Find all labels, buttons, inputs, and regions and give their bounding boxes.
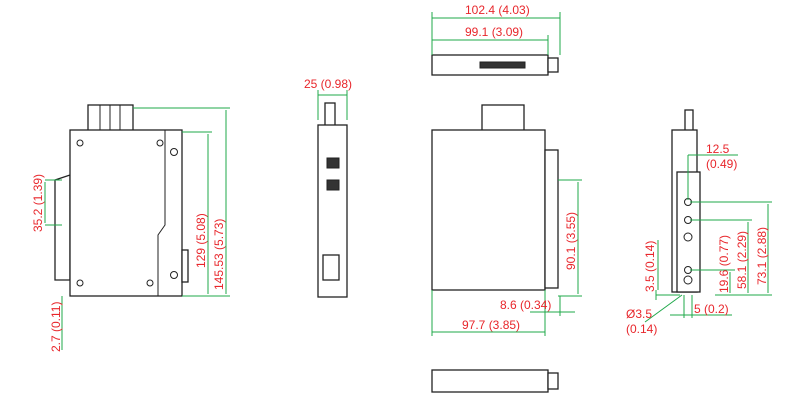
hole-offset-in: (0.49): [706, 157, 737, 171]
hole-diameter-mm: Ø3.5: [626, 307, 652, 321]
slot-width-dim: 5 (0.2): [694, 302, 729, 316]
body-height-dim: 129 (5.08): [194, 213, 208, 268]
bottom-view: [431, 369, 559, 393]
top-view: 102.4 (4.03) 99.1 (3.09): [431, 3, 561, 76]
side-view: 25 (0.98): [304, 77, 352, 298]
total-height-dim: 145.53 (5.73): [212, 219, 226, 290]
ethernet-port-2: [326, 179, 340, 191]
din-clip: [54, 174, 71, 281]
bottom-body: [431, 369, 549, 393]
front-body-width-dim: 97.7 (3.85): [462, 318, 520, 332]
mount-view: 12.5 (0.49) 3.5 (0.14) 19.6 (0.77) 58.1 …: [626, 109, 772, 336]
hole-offset-mm: 12.5: [706, 142, 730, 156]
overall-width-dim: 102.4 (4.03): [465, 3, 530, 17]
front-terminal: [481, 104, 525, 132]
rail-offset-dim: 8.6 (0.34): [500, 298, 551, 312]
hole1-dim: 19.6 (0.77): [717, 235, 731, 293]
bottom-offset-dim: 2.7 (0.11): [49, 302, 63, 352]
din-rail-dim: 35.2 (1.39): [31, 174, 45, 232]
front-view: 90.1 (3.55) 8.6 (0.34) 97.7 (3.85): [431, 104, 582, 336]
left-view: 35.2 (1.39) 129 (5.08) 145.53 (5.73) 2.7…: [31, 104, 230, 352]
bottom-gap-dim: 3.5 (0.14): [643, 241, 657, 292]
serial-port: [322, 254, 340, 281]
top-body-width-dim: 99.1 (3.09): [465, 25, 523, 39]
side-terminal: [324, 102, 336, 127]
depth-dim: 25 (0.98): [304, 77, 352, 91]
ethernet-port-1: [326, 157, 340, 169]
front-body: [431, 129, 546, 291]
hole-diameter-in: (0.14): [626, 322, 657, 336]
rail-height-dim: 90.1 (3.55): [564, 212, 578, 270]
hole3-dim: 73.1 (2.88): [755, 227, 769, 285]
hole2-dim: 58.1 (2.29): [735, 231, 749, 289]
left-body: [69, 129, 183, 297]
side-leds: [181, 249, 189, 283]
top-terminal: [479, 61, 526, 69]
front-rail: [544, 149, 559, 289]
